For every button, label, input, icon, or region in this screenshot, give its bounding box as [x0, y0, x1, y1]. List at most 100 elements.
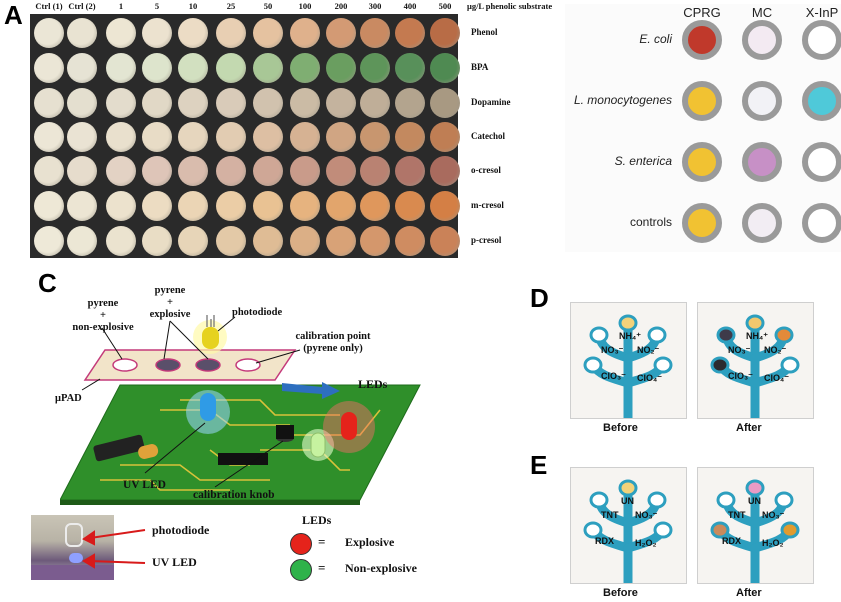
label-calibration-knob: calibration knob — [193, 489, 275, 501]
reaction-zone — [716, 491, 736, 509]
green-led — [310, 432, 326, 458]
assay-spot — [742, 203, 782, 243]
sample-well — [67, 156, 97, 186]
species-label: RDX — [595, 536, 615, 546]
device-photo-inset — [31, 515, 114, 580]
sample-well — [395, 88, 425, 118]
reaction-zone — [716, 326, 736, 344]
uv-led — [200, 393, 216, 421]
paper-device: NH₄⁺NO₃⁻NO₂⁻ClO₃⁻ClO₄⁻ — [697, 302, 814, 419]
assay-spot — [802, 81, 841, 121]
label-pyrene-explosive-line3: explosive — [149, 309, 191, 321]
paper-channel-pattern — [710, 314, 800, 418]
before-after-caption: After — [736, 422, 762, 434]
legend-led-dot — [290, 559, 312, 581]
column-header: 400 — [403, 1, 417, 11]
sample-well — [178, 53, 208, 83]
sample-well — [253, 191, 283, 221]
calibration-knob — [276, 425, 294, 439]
label-pyrene-explosive-line1: pyrene — [154, 285, 186, 296]
sample-well — [290, 122, 320, 152]
sample-well — [178, 88, 208, 118]
inset-arrows — [82, 529, 146, 569]
sample-well — [290, 88, 320, 118]
paper-channel-pattern — [583, 479, 673, 583]
ic-chip — [218, 453, 268, 465]
assay-spot — [742, 81, 782, 121]
assay-spot — [682, 20, 722, 60]
photodiode — [202, 327, 219, 349]
sample-well — [142, 18, 172, 48]
spot-explosive-2 — [195, 358, 221, 372]
reaction-zone — [647, 491, 667, 509]
sample-well — [326, 88, 356, 118]
column-header: 500 — [438, 1, 452, 11]
sample-well — [34, 191, 64, 221]
reaction-zone — [780, 356, 800, 374]
sample-well — [106, 88, 136, 118]
sample-well — [67, 88, 97, 118]
species-label: NO₂⁻ — [764, 345, 787, 355]
sample-well — [395, 122, 425, 152]
sample-well — [326, 122, 356, 152]
legend-label: Non-explosive — [345, 561, 417, 575]
photodiode-leads — [206, 315, 215, 327]
label-pyrene-explosive: pyrene + explosive — [135, 285, 205, 321]
column-header: 100 — [298, 1, 312, 11]
sample-well — [430, 18, 460, 48]
sample-well — [216, 191, 246, 221]
species-label: ClO₄⁻ — [637, 373, 663, 383]
sample-well — [178, 122, 208, 152]
sample-well — [360, 53, 390, 83]
panel-b-row-label: controls — [629, 215, 672, 229]
reaction-zone — [745, 479, 765, 497]
pcb-edge — [60, 500, 360, 505]
legend-equals: = — [318, 534, 326, 549]
reaction-zone — [710, 356, 730, 374]
sample-well — [290, 226, 320, 256]
sample-well — [216, 18, 246, 48]
spot-calibration — [235, 358, 261, 372]
label-pyrene-nonexplosive: pyrene + non-explosive — [58, 298, 148, 334]
column-header: Ctrl (1) — [35, 1, 63, 11]
panel-b-column-header: CPRG — [683, 5, 721, 20]
reaction-zone — [618, 479, 638, 497]
battery — [93, 434, 145, 462]
column-header: 10 — [188, 1, 198, 11]
legend-equals: = — [318, 560, 326, 575]
assay-spot — [682, 81, 722, 121]
assay-spot — [742, 20, 782, 60]
sample-well — [142, 156, 172, 186]
label-uv-led: UV LED — [123, 479, 166, 491]
label-pyrene-explosive-line2: + — [167, 297, 173, 309]
sample-well — [34, 53, 64, 83]
reaction-zone — [583, 356, 603, 374]
sample-well — [106, 122, 136, 152]
reaction-zone — [583, 521, 603, 539]
before-after-caption: Before — [603, 587, 638, 599]
reaction-zone — [780, 521, 800, 539]
sample-well — [360, 226, 390, 256]
sample-well — [34, 88, 64, 118]
sample-well — [290, 191, 320, 221]
sample-well — [142, 226, 172, 256]
legend-led-dot — [290, 533, 312, 555]
label-calibration-point: calibration point (pyrene only) — [278, 331, 388, 355]
assay-spot — [682, 142, 722, 182]
sample-well — [106, 226, 136, 256]
assay-spot — [802, 20, 841, 60]
sample-well — [290, 18, 320, 48]
sample-well — [430, 53, 460, 83]
sample-well — [360, 191, 390, 221]
row-label: m-cresol — [471, 200, 504, 210]
sample-well — [253, 226, 283, 256]
sample-well — [395, 226, 425, 256]
panel-d-letter: D — [530, 283, 549, 313]
sample-well — [360, 18, 390, 48]
arrow-to-leds — [282, 382, 340, 399]
species-label: H₂O₂ — [635, 538, 657, 548]
device-schematic — [60, 315, 421, 505]
panel-a-unit-label: μg/L phenolic substrate — [467, 1, 553, 11]
sample-well — [178, 156, 208, 186]
